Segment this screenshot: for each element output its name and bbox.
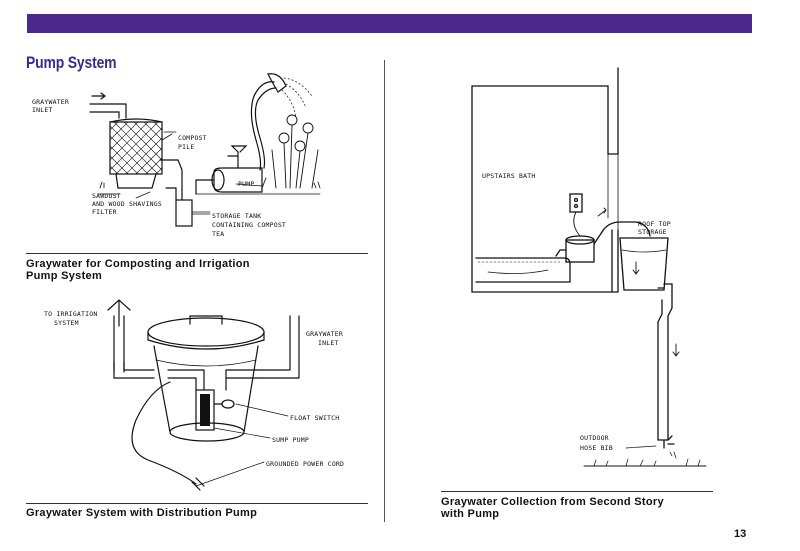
irrigation-arrow [107,299,131,327]
sump-pump [195,389,215,431]
label-compost-pile-2: PILE [178,143,194,151]
caption-rule-right [441,491,713,492]
label-hose-bib: HOSE BIB [580,444,613,452]
caption-second-story-line2: with Pump [441,508,500,520]
upstairs-pump [565,239,595,263]
label-power-cord: GROUNDED POWER CORD [266,460,344,468]
page-number: 13 [734,528,747,540]
caption-composting-line2: Pump System [26,270,103,282]
transfer-pipe [593,221,651,245]
electrical-outlet [569,193,583,213]
label-inlet-2: INLET [318,339,339,347]
label-storage-tank-3: TEA [212,230,224,238]
label-to-irrigation: TO IRRIGATION [44,310,97,318]
label-inlet: GRAYWATER [306,330,343,338]
label-filter-2: AND WOOD SHAVINGS [92,200,162,208]
rooftop-storage [619,237,669,291]
label-graywater-inlet-2: INLET [32,106,53,114]
compost-mesh [109,121,163,175]
label-sump-pump: SUMP PUMP [272,436,309,444]
caption-second-story-line1: Graywater Collection from Second Story [441,496,664,508]
label-storage-tank: STORAGE TANK [212,212,261,220]
label-float-switch: FLOAT SWITCH [290,414,339,422]
bathtub [475,257,571,283]
label-upstairs-bath: UPSTAIRS BATH [482,172,535,180]
label-storage-tank-2: CONTAINING COMPOST [212,221,286,229]
inlet-arrow [91,92,106,100]
label-graywater-inlet: GRAYWATER [32,98,69,106]
header-bar [27,14,752,33]
caption-distribution: Graywater System with Distribution Pump [26,507,258,519]
label-to-irrigation-2: SYSTEM [54,319,79,327]
caption-second-story: Graywater Collection from Second Story w… [441,496,664,520]
label-filter: SAWDUST [92,192,121,200]
column-divider [384,60,385,522]
label-pump: PUMP [238,180,254,188]
water-spray [281,77,313,119]
caption-composting: Graywater for Composting and Irrigation … [26,258,250,282]
label-roof-storage: STORAGE [638,228,667,236]
label-roof-top: ROOF TOP [638,220,671,228]
caption-rule-top-left [26,253,368,254]
building-wall [471,67,619,155]
hose-bib [657,435,675,449]
label-filter-3: FILTER [92,208,117,216]
section-title: Pump System [26,53,117,72]
storage-tank [175,199,193,227]
label-compost-pile: COMPOST [178,134,207,142]
power-cord [131,381,197,485]
caption-rule-bottom-left [26,503,368,504]
flowers [261,114,319,189]
hose [250,81,275,171]
caption-composting-line1: Graywater for Composting and Irrigation [26,258,250,270]
label-outdoor: OUTDOOR [580,434,609,442]
